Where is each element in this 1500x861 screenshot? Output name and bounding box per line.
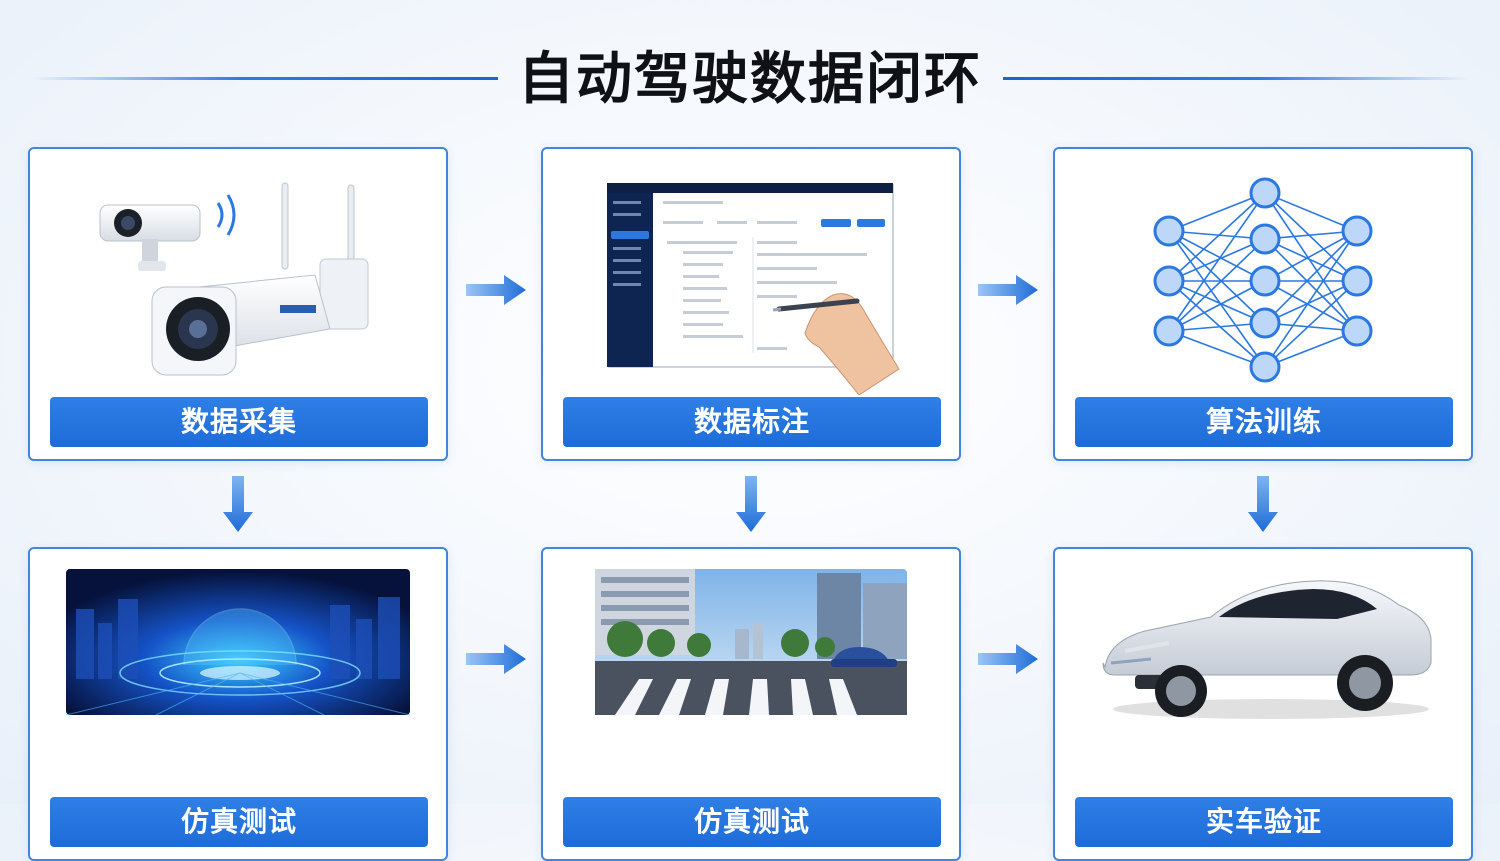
- network-connection: [1168, 230, 1266, 282]
- network-connection: [1168, 230, 1266, 240]
- network-connection: [1168, 322, 1266, 332]
- network-node: [1249, 177, 1281, 209]
- network-node: [1341, 265, 1373, 297]
- city-road-crosswalk-icon: [595, 569, 907, 715]
- network-connection: [1264, 192, 1358, 282]
- network-connection: [1168, 192, 1266, 232]
- stage-label-train: 算法训练: [1075, 397, 1453, 447]
- stage-card-train: 算法训练: [1053, 147, 1473, 461]
- stage-card-verify: 实车验证: [1053, 547, 1473, 861]
- neural-network-icon: [1153, 177, 1373, 383]
- network-connection: [1264, 192, 1358, 232]
- network-node: [1249, 351, 1281, 383]
- stage-card-simulate: 仿真测试: [28, 547, 448, 861]
- network-node: [1153, 265, 1185, 297]
- stage-card-annotate: 数据标注: [541, 147, 961, 461]
- stage-card-collect: 数据采集: [28, 147, 448, 461]
- arrow-right-icon: [466, 275, 526, 305]
- stage-label-verify: 实车验证: [1075, 797, 1453, 847]
- stage-card-road-sim: 仿真测试: [541, 547, 961, 861]
- network-connection: [1264, 230, 1358, 324]
- network-node: [1249, 223, 1281, 255]
- title-line-right: [1003, 77, 1470, 80]
- network-connection: [1168, 330, 1266, 368]
- stage-label-annotate: 数据标注: [563, 397, 941, 447]
- arrow-right-icon: [466, 644, 526, 674]
- network-node: [1249, 307, 1281, 339]
- stage-label-simulate: 仿真测试: [50, 797, 428, 847]
- stage-label-road-sim: 仿真测试: [563, 797, 941, 847]
- arrow-right-icon: [978, 275, 1038, 305]
- network-node: [1341, 215, 1373, 247]
- page-title: 自动驾驶数据闭环: [518, 47, 982, 112]
- network-connection: [1264, 230, 1358, 368]
- network-node: [1341, 315, 1373, 347]
- network-node: [1153, 315, 1185, 347]
- network-connection: [1264, 192, 1358, 332]
- arrow-down-icon: [736, 476, 766, 532]
- digital-city-globe-icon: [66, 569, 410, 715]
- network-connection: [1168, 192, 1266, 332]
- network-connection: [1264, 230, 1358, 282]
- network-connection: [1264, 280, 1358, 324]
- network-connection: [1168, 280, 1266, 324]
- title-bar: 自动驾驶数据闭环: [0, 20, 1500, 112]
- arrow-right-icon: [978, 644, 1038, 674]
- network-connection: [1168, 192, 1266, 282]
- network-connection: [1168, 230, 1266, 324]
- network-connection: [1168, 238, 1266, 332]
- network-connection: [1168, 280, 1266, 332]
- network-connection: [1264, 330, 1358, 368]
- network-connection: [1264, 280, 1358, 332]
- network-connection: [1168, 238, 1266, 282]
- arrow-down-icon: [1248, 476, 1278, 532]
- network-connection: [1168, 230, 1266, 368]
- electric-car-icon: [1102, 580, 1432, 719]
- surveillance-camera-icon: [99, 182, 369, 376]
- network-connection: [1264, 238, 1358, 282]
- stage-label-collect: 数据采集: [50, 397, 428, 447]
- network-connection: [1264, 280, 1358, 368]
- network-node: [1249, 265, 1281, 297]
- network-connection: [1168, 280, 1266, 368]
- network-connection: [1264, 238, 1358, 332]
- title-line-left: [30, 77, 498, 80]
- network-node: [1153, 215, 1185, 247]
- annotation-dashboard-icon: [607, 183, 900, 395]
- arrow-down-icon: [223, 476, 253, 532]
